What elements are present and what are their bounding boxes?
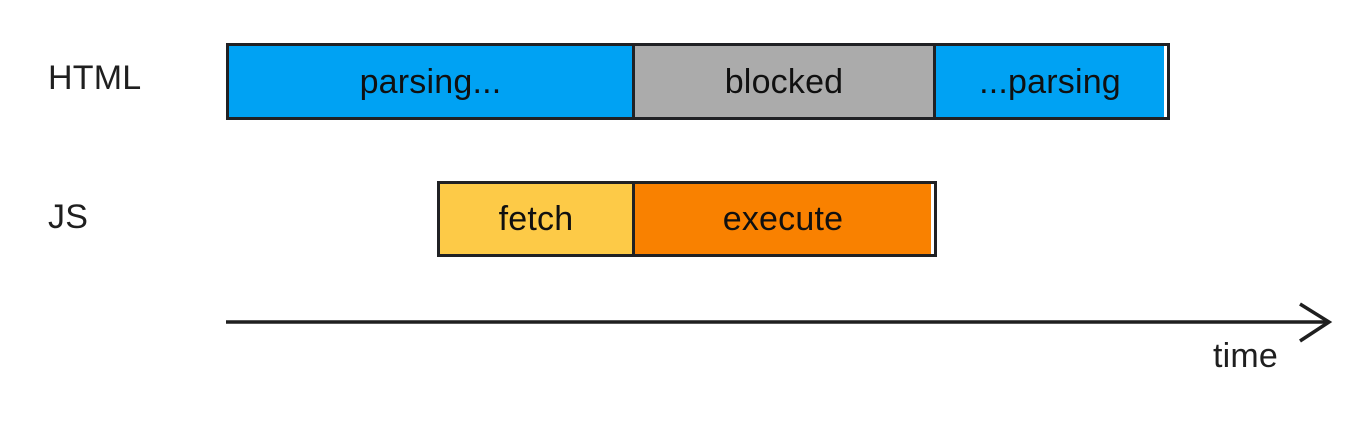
- segment-parsing-end: ...parsing: [933, 46, 1164, 117]
- row-label-js: JS: [48, 198, 89, 236]
- segment-parsing-start: parsing...: [229, 46, 632, 117]
- time-axis-label: time: [1213, 337, 1279, 375]
- timeline-bar-js: fetch execute: [437, 181, 937, 257]
- timeline-bar-html: parsing... blocked ...parsing: [226, 43, 1170, 120]
- row-label-html: HTML: [48, 59, 142, 97]
- segment-fetch: fetch: [440, 184, 632, 254]
- segment-blocked: blocked: [632, 46, 933, 117]
- time-axis-arrowhead: [1299, 302, 1333, 343]
- segment-execute: execute: [632, 184, 931, 254]
- time-axis-arrow-icon: [226, 302, 1333, 343]
